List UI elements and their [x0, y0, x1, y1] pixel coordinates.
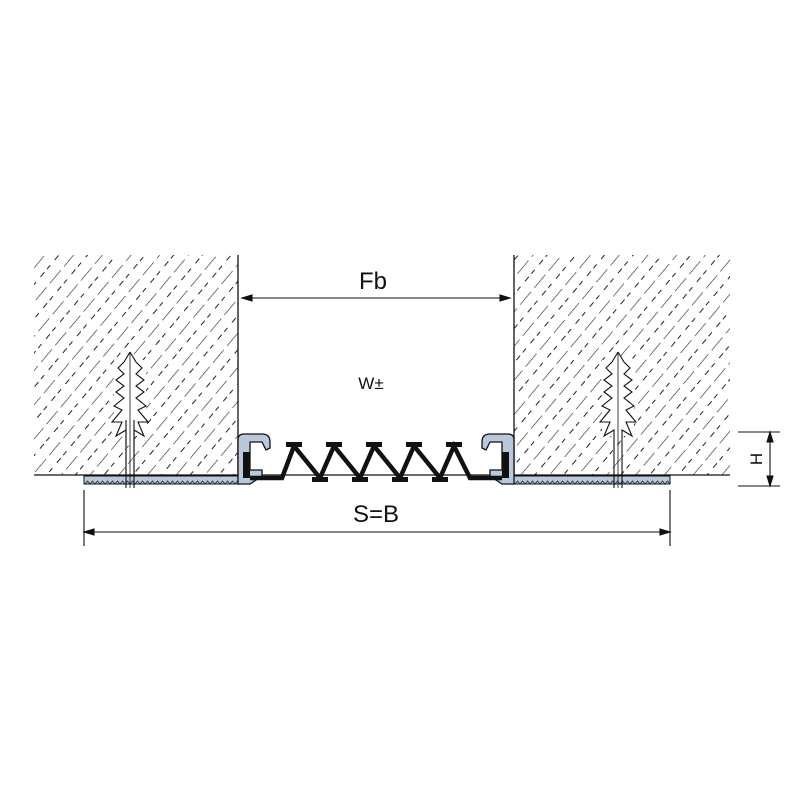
dimension-h: [738, 430, 780, 488]
bellows-insert: [250, 440, 502, 483]
label-h: H: [747, 453, 766, 465]
label-movement: W±: [358, 374, 383, 393]
right-base-flange: [509, 475, 671, 485]
right-anchor-dowel: [598, 351, 638, 488]
left-clamp-profile: [237, 433, 271, 485]
dimension-sb: [82, 490, 672, 546]
left-anchor-dowel: [110, 351, 150, 488]
right-clamp-profile: [481, 433, 515, 485]
dimension-fb: [240, 294, 512, 302]
label-sb: S=B: [353, 501, 399, 528]
label-fb: Fb: [359, 268, 387, 295]
left-base-flange: [83, 475, 243, 485]
